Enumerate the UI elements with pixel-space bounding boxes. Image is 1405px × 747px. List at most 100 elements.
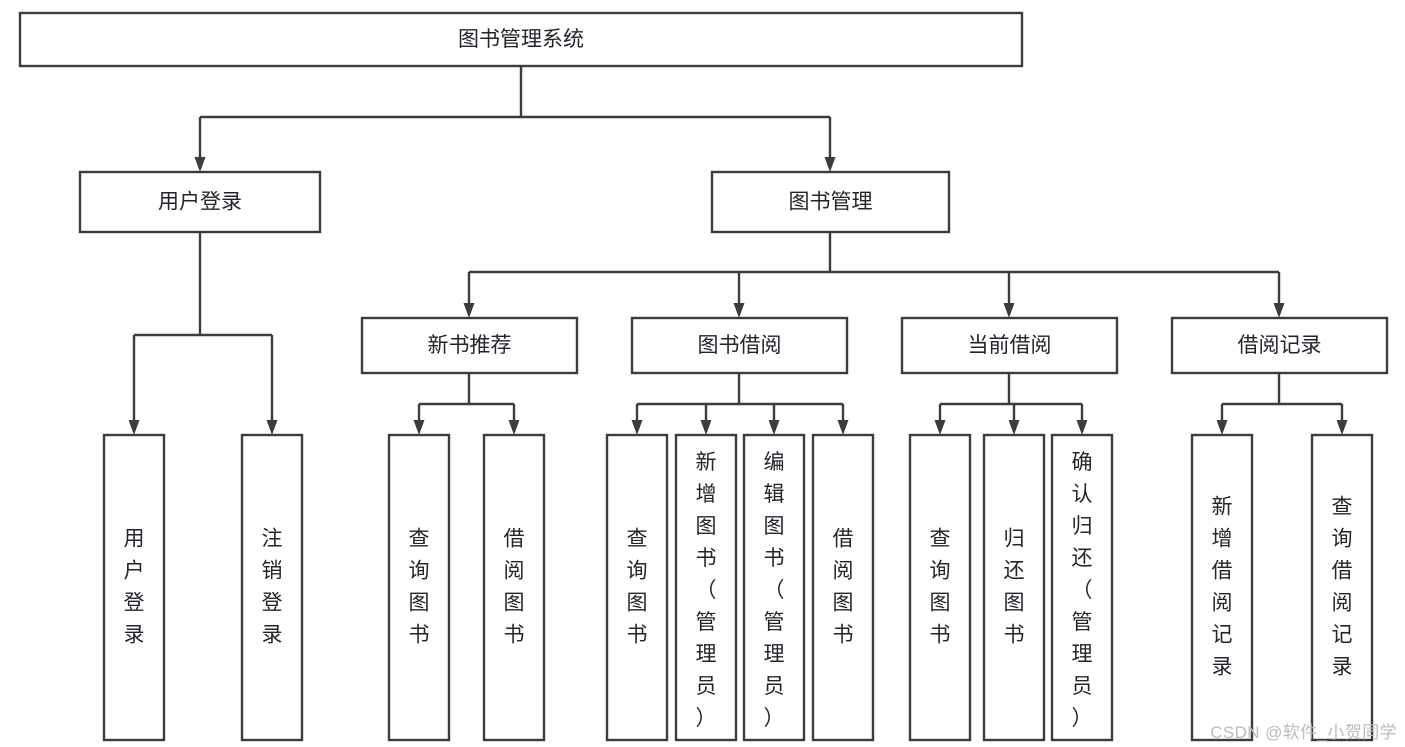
node-leaf-user-login[interactable]: 用户登录 [102, 433, 166, 742]
node-label-leaf-query-borrow-record: 查询借阅记录 [1332, 496, 1353, 679]
node-label-glyph: 编 [764, 451, 785, 474]
node-label-glyph: 登 [262, 592, 283, 615]
node-book-borrow[interactable]: 图书借阅 [630, 316, 849, 375]
node-current-borrow[interactable]: 当前借阅 [900, 316, 1119, 375]
node-user-login[interactable]: 用户登录 [78, 170, 322, 234]
node-label-glyph: 图 [409, 592, 430, 615]
connector-conn-root [194, 66, 836, 172]
node-label-borrow-record: 借阅记录 [1238, 334, 1322, 357]
node-label-leaf-query-book-new: 查询图书 [409, 528, 430, 647]
node-label-glyph: 管 [696, 611, 717, 634]
node-leaf-query-borrow-record[interactable]: 查询借阅记录 [1310, 433, 1374, 742]
node-label-glyph: 录 [262, 624, 283, 647]
connector-arrowhead [1273, 303, 1285, 318]
node-label-glyph: 录 [124, 624, 145, 647]
node-label-leaf-user-login: 用户登录 [124, 528, 145, 647]
node-box-new-book-recommend [360, 316, 579, 375]
node-new-book-recommend[interactable]: 新书推荐 [360, 316, 579, 375]
node-label-glyph: 借 [504, 528, 525, 551]
node-label-glyph: 书 [409, 624, 430, 647]
node-box-leaf-query-book-new [387, 433, 451, 742]
node-label-book-manage: 图书管理 [789, 191, 873, 214]
node-label-leaf-query-book-borrow: 查询图书 [627, 528, 648, 647]
connector-arrowhead [631, 420, 643, 435]
node-leaf-query-book-new[interactable]: 查询图书 [387, 433, 451, 742]
node-label-glyph: 借 [1332, 560, 1353, 583]
node-leaf-add-borrow-record[interactable]: 新增借阅记录 [1190, 433, 1254, 742]
connector-conn-borrow-record [1216, 373, 1348, 435]
node-leaf-logout[interactable]: 注销登录 [240, 433, 304, 742]
node-label-glyph: 录 [1332, 656, 1353, 679]
connector-arrowhead [1076, 420, 1088, 435]
node-box-leaf-query-borrow-record [1310, 433, 1374, 742]
node-box-book-manage [710, 170, 951, 234]
node-label-leaf-edit-book-admin: 编辑图书（管理员） [764, 451, 785, 730]
node-leaf-query-book-current[interactable]: 查询图书 [908, 433, 972, 742]
node-label-leaf-return-book: 归还图书 [1004, 528, 1025, 647]
node-label-root: 图书管理系统 [458, 28, 584, 51]
node-label-glyph: ） [696, 707, 717, 730]
node-label-glyph: 注 [262, 528, 283, 551]
node-label-current-borrow: 当前借阅 [968, 334, 1052, 357]
node-label-glyph: 理 [764, 643, 785, 666]
node-leaf-edit-book-admin[interactable]: 编辑图书（管理员） [742, 433, 806, 742]
node-label-glyph: 员 [1072, 675, 1093, 698]
node-leaf-query-book-borrow[interactable]: 查询图书 [605, 433, 669, 742]
node-label-user-login: 用户登录 [158, 191, 242, 214]
node-label-glyph: 员 [764, 675, 785, 698]
connector-arrowhead [1216, 420, 1228, 435]
connector-layer [128, 66, 1348, 435]
node-label-leaf-add-borrow-record: 新增借阅记录 [1212, 496, 1233, 679]
node-borrow-record[interactable]: 借阅记录 [1170, 316, 1389, 375]
node-label-glyph: 询 [627, 560, 648, 583]
node-box-leaf-query-book-borrow [605, 433, 669, 742]
node-box-leaf-user-login [102, 433, 166, 742]
node-label-glyph: 用 [124, 528, 145, 551]
node-label-glyph: 新 [1212, 496, 1233, 519]
node-label-glyph: 阅 [1332, 592, 1353, 615]
node-box-leaf-query-book-current [908, 433, 972, 742]
node-label-glyph: 书 [504, 624, 525, 647]
node-label-glyph: 登 [124, 592, 145, 615]
node-label-glyph: 员 [696, 675, 717, 698]
connector-arrowhead [768, 420, 780, 435]
node-label-glyph: 增 [696, 483, 717, 506]
node-box-current-borrow [900, 316, 1119, 375]
connector-arrowhead [194, 157, 206, 172]
node-leaf-confirm-return-admin[interactable]: 确认归还（管理员） [1050, 433, 1114, 742]
connector-arrowhead [733, 303, 745, 318]
node-leaf-return-book[interactable]: 归还图书 [982, 433, 1046, 742]
node-label-glyph: ） [764, 707, 785, 730]
connector-arrowhead [837, 420, 849, 435]
node-label-glyph: 新 [696, 451, 717, 474]
node-label-glyph: 询 [930, 560, 951, 583]
connector-arrowhead [266, 420, 278, 435]
node-leaf-borrow-book[interactable]: 借阅图书 [811, 433, 875, 742]
watermark-label: CSDN @软件_小贺同学 [1210, 723, 1397, 742]
node-label-glyph: 录 [1212, 656, 1233, 679]
node-box-leaf-logout [240, 433, 304, 742]
node-label-glyph: 借 [1212, 560, 1233, 583]
node-label-glyph: 阅 [1212, 592, 1233, 615]
node-label-glyph: 借 [833, 528, 854, 551]
node-box-leaf-borrow-book-new [482, 433, 546, 742]
node-label-glyph: 管 [764, 611, 785, 634]
node-label-glyph: 归 [1004, 528, 1025, 551]
node-book-manage[interactable]: 图书管理 [710, 170, 951, 234]
node-leaf-add-book-admin[interactable]: 新增图书（管理员） [674, 433, 738, 742]
node-box-borrow-record [1170, 316, 1389, 375]
connector-conn-book-borrow [631, 373, 849, 435]
node-box-leaf-confirm-return-admin [1050, 433, 1114, 742]
node-label-glyph: 增 [1212, 528, 1233, 551]
node-label-glyph: 书 [833, 624, 854, 647]
node-label-leaf-borrow-book: 借阅图书 [833, 528, 854, 647]
node-root[interactable]: 图书管理系统 [18, 11, 1024, 68]
node-label-glyph: 理 [1072, 643, 1093, 666]
node-leaf-borrow-book-new[interactable]: 借阅图书 [482, 433, 546, 742]
node-label-glyph: 书 [764, 547, 785, 570]
node-label-glyph: 图 [504, 592, 525, 615]
node-label-glyph: （ [764, 579, 785, 602]
node-label-glyph: 阅 [504, 560, 525, 583]
node-label-glyph: 查 [1332, 496, 1353, 519]
